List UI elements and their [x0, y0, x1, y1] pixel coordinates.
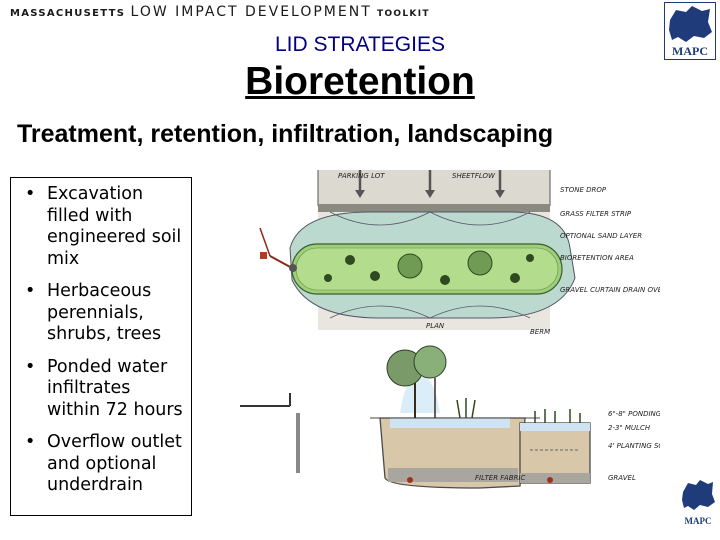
toolkit-name: LOW IMPACT DEVELOPMENT [131, 4, 372, 20]
bullet-item: Ponded water infiltrates within 72 hours [21, 357, 187, 422]
svg-text:GRAVEL: GRAVEL [608, 474, 636, 482]
svg-text:STONE DROP: STONE DROP [560, 186, 607, 194]
svg-text:PLAN: PLAN [426, 322, 445, 330]
toolkit-header: MASSACHUSETTS LOW IMPACT DEVELOPMENT TOO… [10, 4, 430, 20]
svg-text:SHEETFLOW: SHEETFLOW [452, 172, 496, 180]
bullet-item: Excavation filled with engineered soil m… [21, 184, 187, 270]
svg-text:OPTIONAL SAND LAYER: OPTIONAL SAND LAYER [560, 232, 642, 240]
svg-text:4' PLANTING SOIL: 4' PLANTING SOIL [608, 442, 660, 450]
tagline: Treatment, retention, infiltration, land… [17, 120, 553, 149]
bullet-item: Overflow outlet and optional underdrain [21, 432, 187, 497]
svg-text:GRAVEL CURTAIN DRAIN OVERFLOW: GRAVEL CURTAIN DRAIN OVERFLOW [560, 286, 660, 294]
svg-text:6"-8" PONDING: 6"-8" PONDING [608, 410, 660, 418]
section-view: 6"-8" PONDING 2-3" MULCH 4' PLANTING SOI… [240, 346, 660, 488]
svg-text:GRASS FILTER STRIP: GRASS FILTER STRIP [560, 210, 632, 218]
svg-text:2-3" MULCH: 2-3" MULCH [608, 424, 651, 432]
svg-text:BIORETENTION AREA: BIORETENTION AREA [560, 254, 634, 262]
logo-text: MAPC [685, 516, 712, 526]
section-subtitle: LID STRATEGIES [0, 33, 720, 57]
mapc-logo-bottom: MAPC [680, 476, 716, 528]
toolkit-suffix: TOOLKIT [377, 9, 430, 19]
svg-text:PARKING LOT: PARKING LOT [338, 172, 385, 180]
bullet-box: Excavation filled with engineered soil m… [10, 177, 192, 516]
bioretention-illustration: PARKING LOT SHEETFLOW STONE DROP GRASS F… [230, 168, 660, 503]
toolkit-state: MASSACHUSETTS [10, 8, 125, 19]
svg-text:FILTER FABRIC: FILTER FABRIC [475, 474, 525, 482]
page-title: Bioretention [0, 60, 720, 104]
plan-view: PARKING LOT SHEETFLOW STONE DROP GRASS F… [260, 170, 660, 336]
svg-text:BERM: BERM [530, 328, 550, 336]
bullet-item: Herbaceous perennials, shrubs, trees [21, 281, 187, 346]
